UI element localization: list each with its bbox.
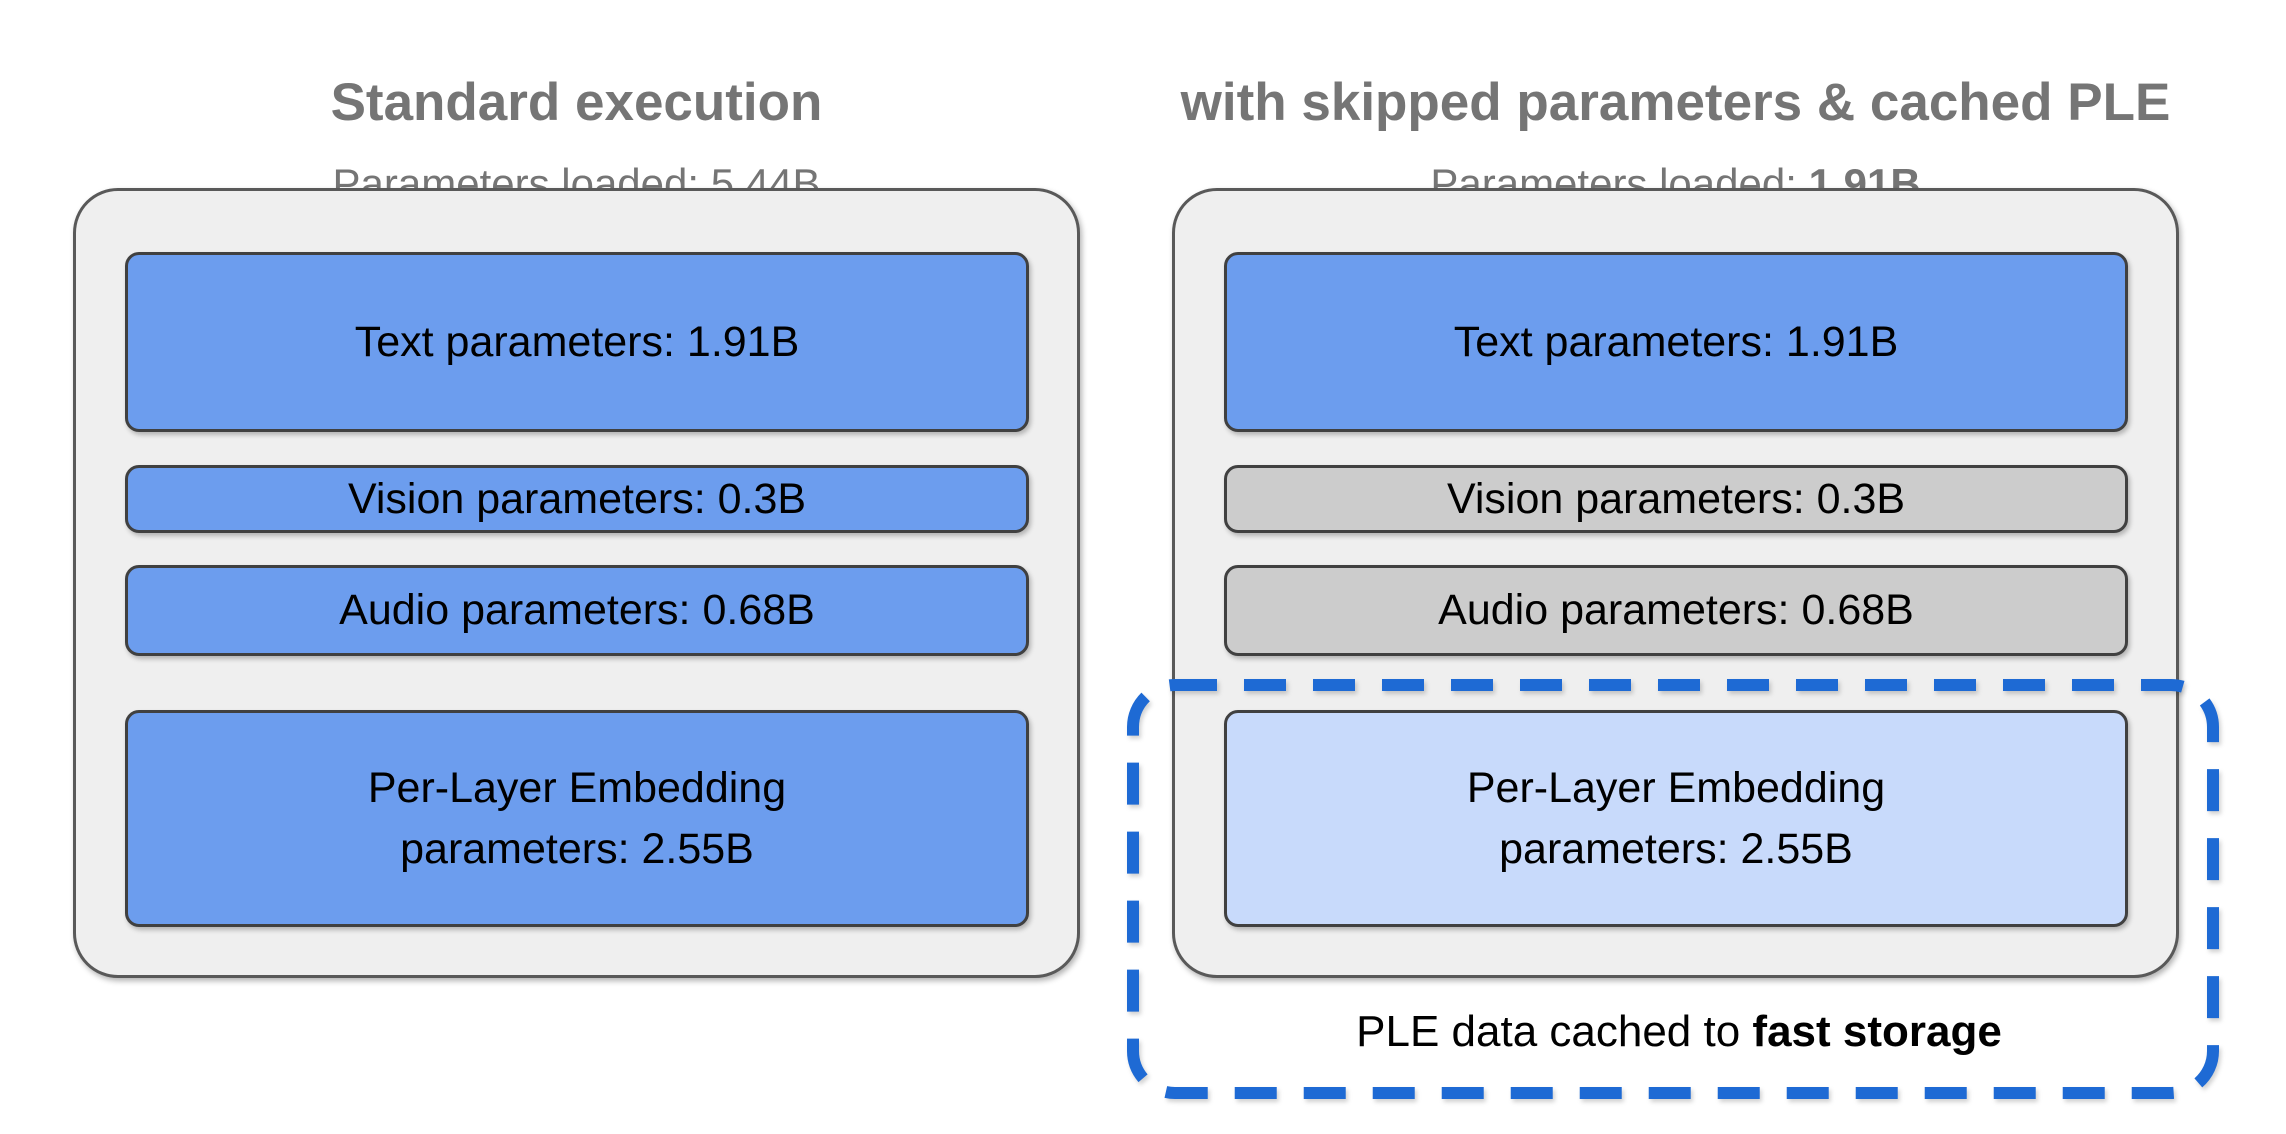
panel-title-skipped-cached: with skipped parameters & cached PLE <box>1180 72 2171 132</box>
ple-cache-note: PLE data cached to fast storage <box>1133 1006 2225 1059</box>
param-box-text: Text parameters: 1.91B <box>1224 252 2128 432</box>
param-box-vision: Vision parameters: 0.3B <box>1224 465 2128 533</box>
param-box-ple: Per-Layer Embedding parameters: 2.55B <box>1224 710 2128 927</box>
param-box-audio: Audio parameters: 0.68B <box>1224 565 2128 656</box>
model-container-skipped-cached: Text parameters: 1.91B Vision parameters… <box>1172 188 2179 978</box>
model-container-standard: Text parameters: 1.91B Vision parameters… <box>73 188 1080 978</box>
param-box-ple: Per-Layer Embedding parameters: 2.55B <box>125 710 1029 927</box>
ple-cache-note-bold: fast storage <box>1752 1007 2002 1056</box>
standard-execution-panel: Standard execution Parameters loaded: 5.… <box>73 0 1080 1134</box>
param-box-vision: Vision parameters: 0.3B <box>125 465 1029 533</box>
param-box-audio: Audio parameters: 0.68B <box>125 565 1029 656</box>
ple-cache-note-prefix: PLE data cached to <box>1356 1007 1753 1056</box>
panel-title-standard: Standard execution <box>330 72 823 132</box>
skipped-cached-panel: with skipped parameters & cached PLE Par… <box>1172 0 2179 1134</box>
param-box-text: Text parameters: 1.91B <box>125 252 1029 432</box>
